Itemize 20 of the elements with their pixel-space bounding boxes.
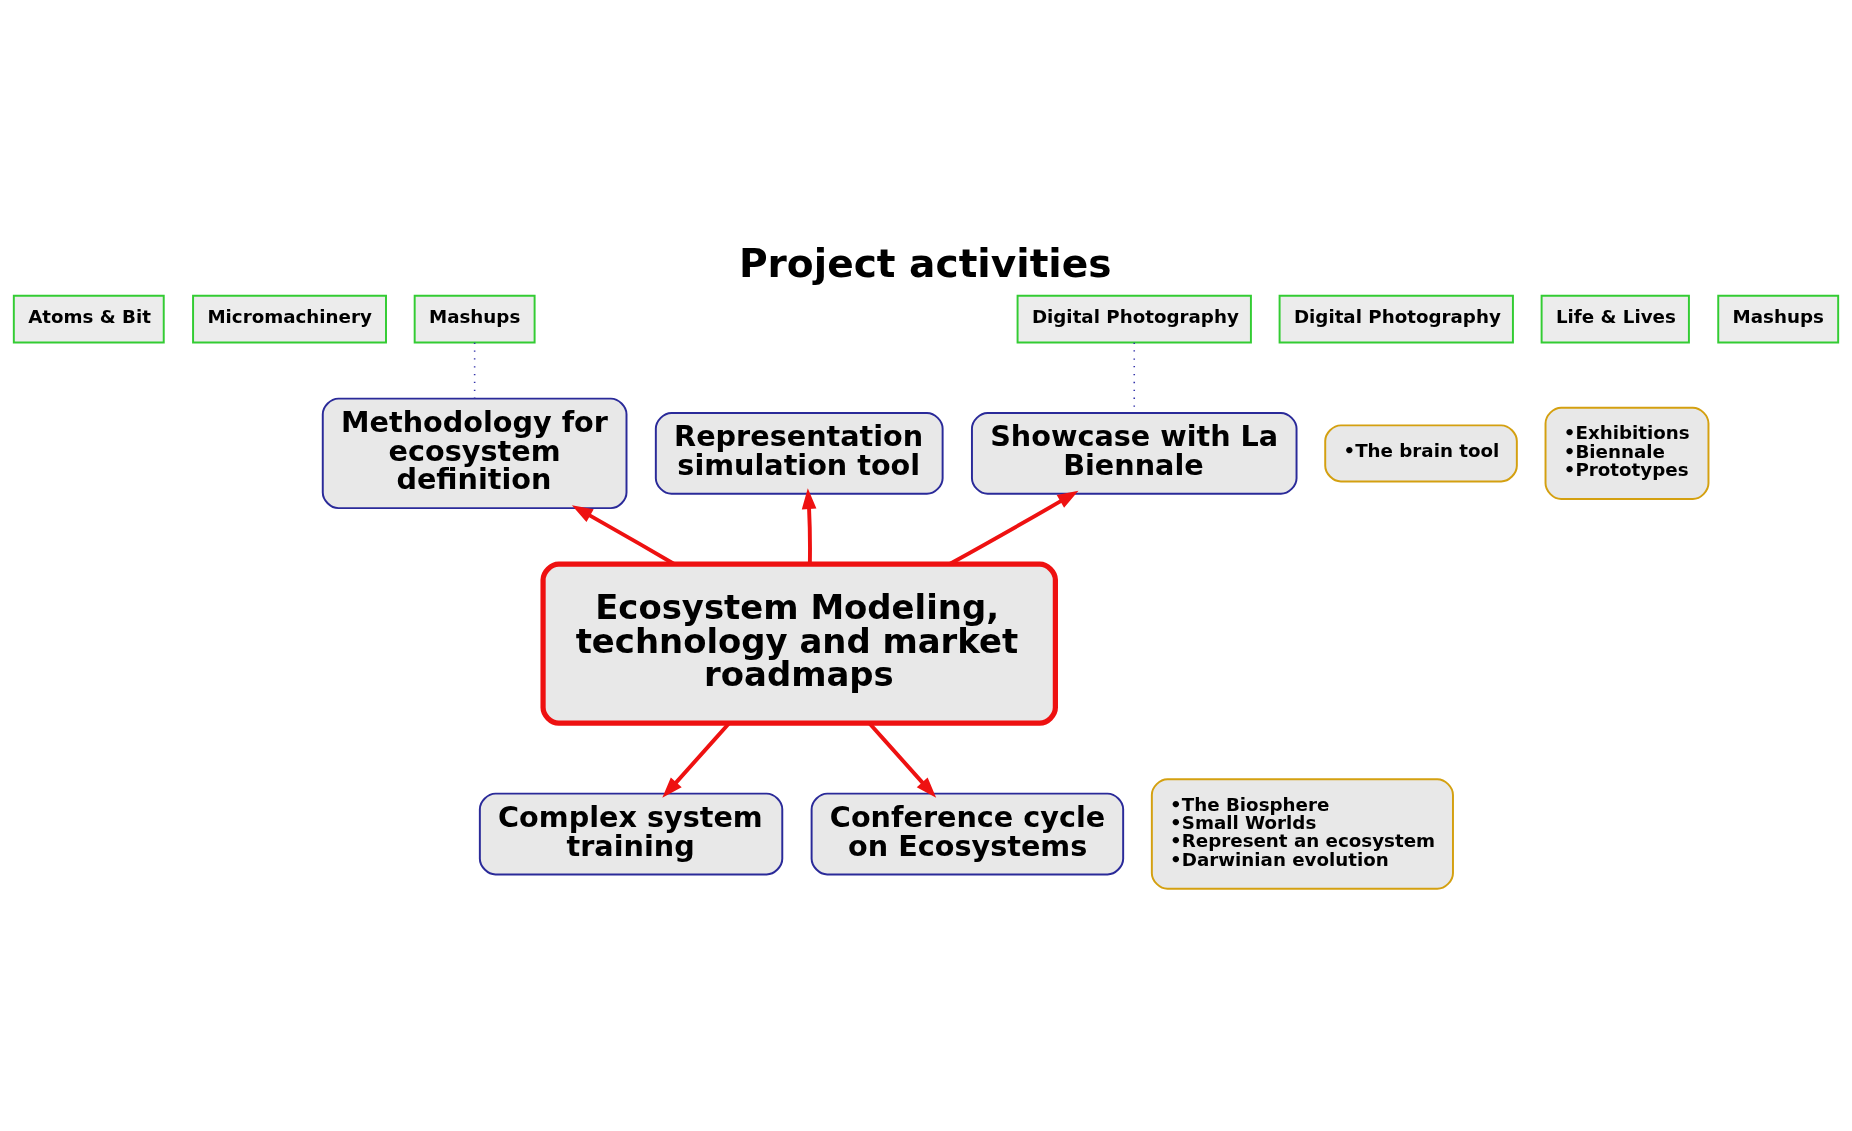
diagram-title: Project activities bbox=[738, 241, 1112, 287]
node-box: •The brain tool bbox=[1324, 424, 1518, 483]
arrow bbox=[801, 488, 817, 565]
node-box: Digital Photography bbox=[1278, 294, 1514, 344]
node-box: Mashups bbox=[1717, 294, 1840, 344]
node-box: Methodology for ecosystem definition bbox=[321, 397, 628, 510]
node-box: Micromachinery bbox=[192, 294, 387, 344]
arrow bbox=[868, 722, 937, 798]
node-box: Ecosystem Modeling, technology and market roadmaps bbox=[540, 561, 1058, 726]
node-box: •The Biosphere •Small Worlds •Represent an ecosystem •Darwinian evolution bbox=[1150, 778, 1454, 890]
node-box: Life & Lives bbox=[1540, 294, 1690, 344]
node-box: Showcase with La Biennale bbox=[970, 412, 1298, 495]
node-box: Conference cycle on Ecosystems bbox=[810, 792, 1125, 876]
node-box: •Exhibitions •Biennale •Prototypes bbox=[1544, 406, 1710, 500]
node-box: Complex system training bbox=[478, 792, 784, 876]
node-box: Digital Photography bbox=[1016, 294, 1252, 344]
node-box: Representation simulation tool bbox=[654, 412, 944, 495]
arrow bbox=[662, 722, 731, 798]
node-box: Mashups bbox=[413, 294, 536, 344]
node-box: Atoms & Bit bbox=[12, 294, 165, 344]
